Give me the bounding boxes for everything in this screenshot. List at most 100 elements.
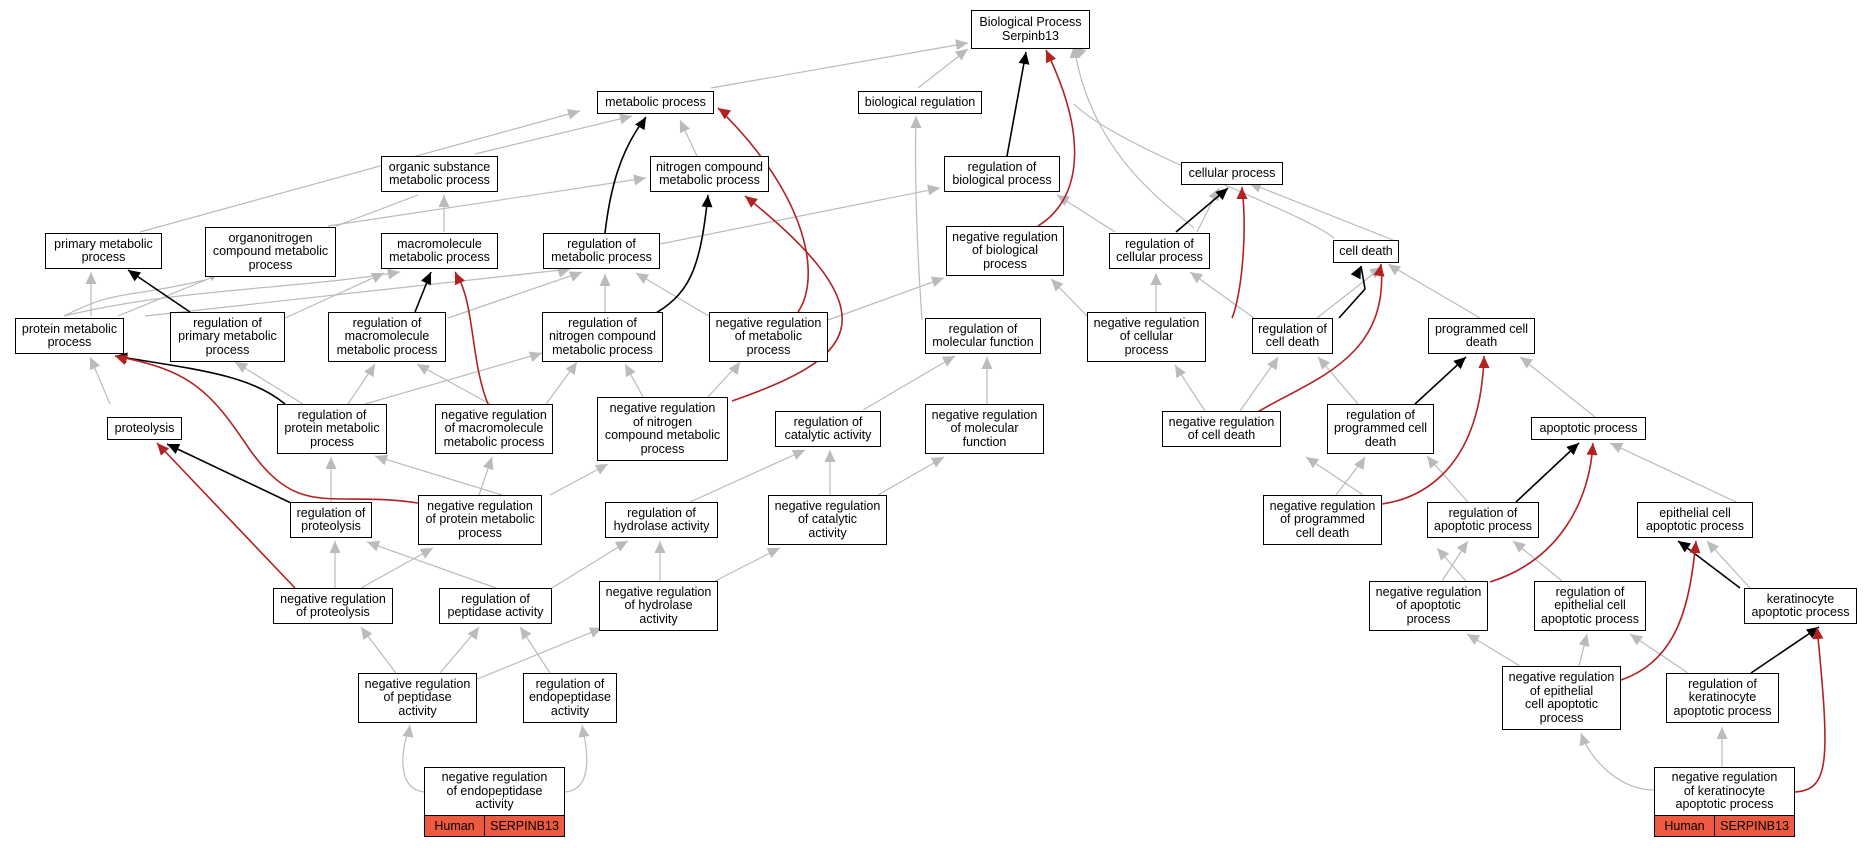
arrowhead-81	[421, 272, 432, 286]
edge-gray-28	[1316, 266, 1383, 319]
arrowhead-26	[1150, 273, 1162, 285]
arrowhead-99	[157, 443, 170, 456]
arrowhead-97	[1689, 541, 1701, 554]
gene-symbol-cell-left: SERPINB13	[484, 815, 565, 837]
edge-gray-60	[714, 547, 781, 582]
arrowhead-44	[325, 457, 337, 469]
arrowhead-80	[701, 195, 713, 208]
node-regulation-of-metabolic-process: regulation of metabolic process	[543, 233, 660, 269]
arrowhead-83	[1453, 357, 1466, 370]
arrowhead-38	[941, 356, 955, 367]
node-negative-regulation-of-nitrogen-compound-metabolic-process: negative regulation of nitrogen compound…	[597, 397, 728, 461]
arrowhead-86	[1806, 627, 1819, 639]
gene-species-cell-right: Human	[1654, 815, 1715, 837]
edge-black-82	[127, 269, 191, 313]
node-protein-metabolic-process: protein metabolic process	[15, 318, 124, 354]
arrowhead-65	[361, 627, 373, 640]
edge-red-95	[1381, 355, 1485, 505]
node-regulation-of-cellular-process: regulation of cellular process	[1109, 233, 1210, 269]
node-programmed-cell-death: programmed cell death	[1428, 318, 1535, 354]
arrowhead-49	[824, 450, 836, 462]
node-regulation-of-cell-death: regulation of cell death	[1252, 318, 1333, 354]
edge-red-93	[731, 195, 843, 402]
arrowhead-30	[235, 362, 249, 373]
arrowhead-15	[556, 267, 570, 278]
edge-gray-48	[689, 449, 806, 503]
arrowhead-76	[1018, 52, 1030, 65]
edge-gray-33	[416, 363, 491, 405]
node-regulation-of-catalytic-activity: regulation of catalytic activity	[775, 411, 881, 447]
arrowhead-71	[1630, 634, 1643, 646]
node-regulation-of-programmed-cell-death: regulation of programmed cell death	[1327, 404, 1434, 454]
arrowhead-8	[633, 174, 646, 186]
edge-gray-67	[474, 627, 603, 681]
arrowhead-52	[1354, 457, 1365, 471]
arrowhead-68	[520, 627, 532, 640]
arrowhead-66	[467, 627, 479, 640]
edge-gray-43	[1519, 356, 1596, 418]
arrowhead-27	[1190, 272, 1203, 284]
arrowhead-51	[1306, 457, 1320, 469]
edge-red-100	[1794, 626, 1826, 793]
arrowhead-37	[89, 357, 100, 371]
arrowhead-14	[387, 268, 400, 280]
arrowhead-67	[588, 627, 602, 638]
arrowhead-69	[1467, 634, 1481, 645]
node-regulation-of-proteolysis: regulation of proteolysis	[290, 502, 372, 538]
arrowhead-20	[370, 272, 384, 283]
edge-gray-38	[862, 355, 956, 411]
arrowhead-77	[635, 117, 646, 131]
arrowhead-24	[930, 276, 944, 288]
edge-gray-24	[827, 277, 945, 321]
arrowhead-59	[654, 541, 666, 553]
arrowhead-32	[528, 351, 542, 363]
edge-black-77	[604, 116, 647, 234]
gene-species-cell-left: Human	[424, 815, 485, 837]
node-metabolic-process: metabolic process	[597, 91, 714, 114]
node-epithelial-cell-apoptotic-process: epithelial cell apoptotic process	[1637, 502, 1753, 538]
edge-black-84	[1515, 442, 1580, 503]
node-negative-regulation-of-apoptotic-process: negative regulation of apoptotic process	[1369, 581, 1488, 631]
node-regulation-of-endopeptidase-activity: regulation of endopeptidase activity	[523, 673, 617, 723]
arrowhead-48	[791, 449, 805, 460]
arrowhead-29	[1388, 264, 1401, 276]
edge-gray-12	[63, 279, 206, 317]
arrowhead-3	[1069, 46, 1081, 59]
node-regulation-of-macromolecule-metabolic-process: regulation of macromolecule metabolic pr…	[328, 312, 446, 362]
arrowhead-39	[981, 357, 993, 369]
arrowhead-90	[718, 108, 731, 120]
arrowhead-25	[1051, 279, 1064, 292]
node-negative-regulation-of-programmed-cell-death: negative regulation of programmed cell d…	[1263, 495, 1382, 545]
edge-red-97	[1620, 540, 1697, 681]
node-regulation-of-primary-metabolic-process: regulation of primary metabolic process	[170, 312, 285, 362]
node-negative-regulation-of-metabolic-process: negative regulation of metabolic process	[709, 312, 828, 362]
arrowhead-61	[1437, 548, 1450, 561]
arrowhead-21	[568, 271, 582, 282]
arrowhead-23	[636, 273, 650, 284]
gene-symbol-cell-right: SERPINB13	[1714, 815, 1795, 837]
arrowhead-22	[599, 274, 611, 286]
edge-gray-23	[635, 272, 713, 319]
edge-red-98	[114, 355, 419, 504]
arrowhead-16	[927, 184, 940, 196]
node-regulation-of-biological-process: regulation of biological process	[944, 156, 1060, 192]
arrowhead-18	[910, 116, 922, 128]
arrowhead-75	[1579, 733, 1591, 747]
node-regulation-of-epithelial-cell-apoptotic-process: regulation of epithelial cell apoptotic …	[1534, 581, 1646, 631]
edge-gray-54	[1609, 442, 1737, 503]
node-organonitrogen-compound-metabolic-process: organonitrogen compound metabolic proces…	[205, 227, 336, 277]
edge-gray-11	[117, 271, 226, 317]
arrowhead-93	[745, 196, 758, 208]
edge-black-87	[166, 443, 292, 504]
edge-gray-16	[659, 187, 941, 245]
arrowhead-70	[1578, 634, 1590, 647]
arrowhead-5	[679, 120, 690, 134]
edge-gray-57	[366, 541, 497, 589]
node-negative-regulation-of-peptidase-activity: negative regulation of peptidase activit…	[358, 673, 477, 723]
arrowhead-62	[1456, 541, 1468, 554]
arrowhead-42	[1318, 357, 1331, 370]
arrowhead-6	[619, 113, 632, 125]
node-negative-regulation-of-proteolysis: negative regulation of proteolysis	[273, 588, 393, 624]
node-primary-metabolic-process: primary metabolic process	[45, 233, 162, 269]
